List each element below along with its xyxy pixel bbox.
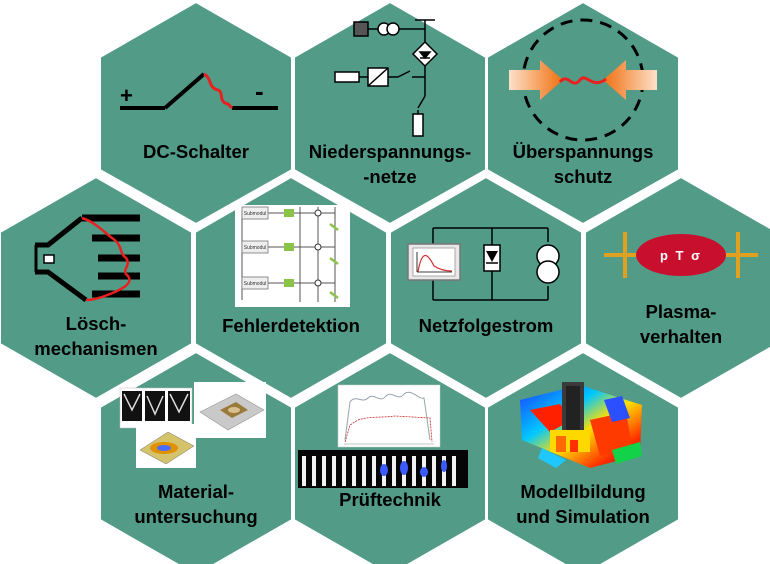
- follow-current-circuit-icon: [407, 227, 560, 301]
- submodule-row-3: Submodul: [241, 276, 339, 299]
- hex-niederspannungsnetze: [293, 0, 487, 226]
- fault-detection-schematic-icon: Submodul Submodul Submodul: [235, 205, 350, 307]
- hex-loeschmechanismen: [0, 175, 193, 401]
- svg-text:Submodul: Submodul: [244, 245, 267, 251]
- label-materialuntersuchung: Material-untersuchung: [134, 481, 257, 527]
- network-schematic-icon: [334, 19, 439, 137]
- hex-dc-schalter: [99, 0, 293, 226]
- surge-protection-icon: [509, 18, 657, 142]
- hex-plasmaverhalten: [584, 175, 770, 401]
- hex-netzfolgestrom: [389, 175, 583, 401]
- label-loeschmechanismen: Lösch-mechanismen: [34, 313, 157, 359]
- arc-splitter-icon: [34, 214, 140, 303]
- arrow-left-icon: [603, 60, 657, 100]
- minus-sign: -: [255, 76, 264, 106]
- plasma-icon: p T σ: [604, 232, 758, 278]
- simulation-model-icon: [520, 382, 642, 468]
- label-fehlerdetektion: Fehlerdetektion: [222, 315, 360, 336]
- plus-sign: +: [120, 83, 133, 108]
- label-dc-schalter: DC-Schalter: [143, 141, 249, 162]
- submodule-row-1: Submodul: [241, 206, 339, 231]
- label-plasmaverhalten: Plasma-verhalten: [640, 301, 722, 347]
- dc-switch-icon: + -: [120, 72, 278, 110]
- label-niederspannungsnetze: Niederspannungs--netze: [309, 141, 471, 187]
- test-measurement-icon: [298, 384, 468, 488]
- svg-text:Submodul: Submodul: [244, 281, 267, 287]
- arrow-right-icon: [509, 60, 563, 100]
- label-prueftechnik: Prüftechnik: [339, 489, 441, 510]
- material-images-icon: [119, 382, 266, 468]
- plasma-symbols: p T σ: [660, 248, 702, 263]
- hex-ueberspannungsschutz: [486, 0, 680, 226]
- svg-text:Submodul: Submodul: [244, 211, 267, 217]
- submodule-row-2: Submodul: [241, 240, 339, 265]
- label-netzfolgestrom: Netzfolgestrom: [419, 315, 554, 336]
